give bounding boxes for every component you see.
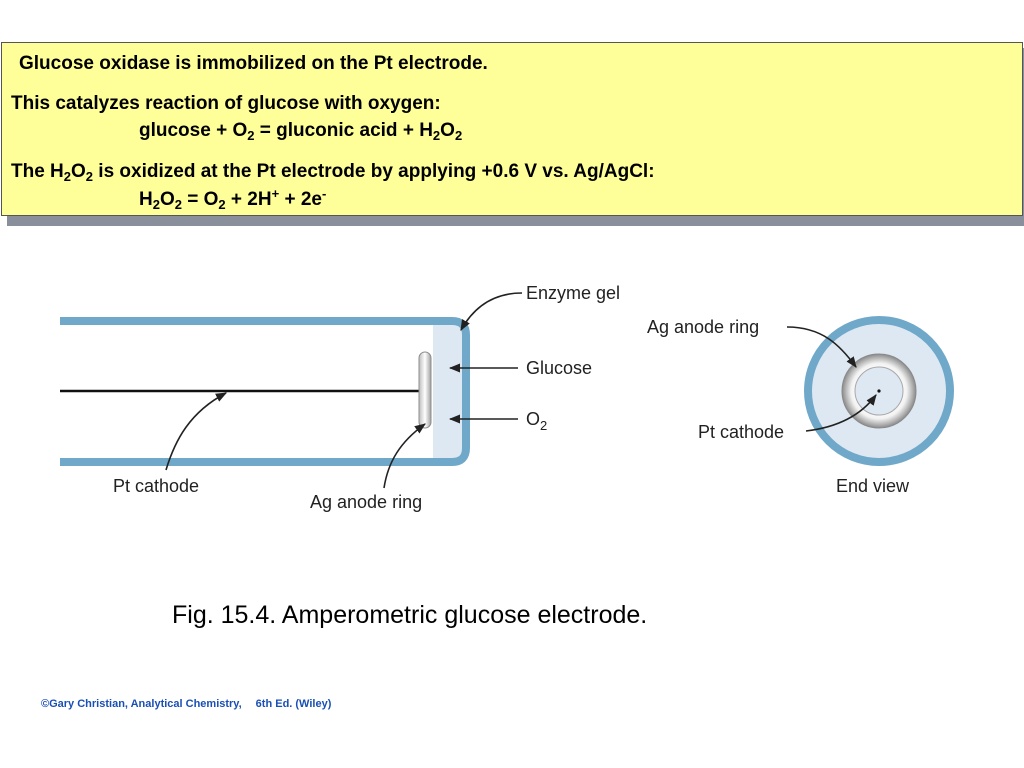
- label-o2: O2: [526, 409, 547, 433]
- credit-author-title: ©Gary Christian, Analytical Chemistry,: [41, 698, 242, 710]
- ring-inner-hole: [854, 366, 904, 416]
- label-end-view: End view: [836, 476, 910, 496]
- text-callout-box: Glucose oxidase is immobilized on the Pt…: [1, 42, 1023, 216]
- label-pt-cathode-end: Pt cathode: [698, 422, 784, 442]
- pt-cathode-dot: [877, 389, 881, 393]
- equation-2: H2O2 = O2 + 2H+ + 2e-: [139, 186, 327, 212]
- end-view-arrows: [786, 326, 877, 432]
- label-glucose: Glucose: [526, 358, 592, 378]
- ag-anode-end-arrow: [786, 326, 857, 368]
- ag-anode-ring-end: [841, 353, 917, 429]
- electrode-tube: [60, 317, 470, 466]
- label-ag-anode-side: Ag anode ring: [310, 492, 422, 512]
- copyright-credit: ©Gary Christian, Analytical Chemistry, 6t…: [41, 698, 331, 710]
- equation-1: glucose + O2 = gluconic acid + H2O2: [139, 120, 463, 143]
- side-view-arrows: [165, 292, 523, 489]
- enzyme-gel: [433, 323, 466, 460]
- credit-edition: 6th Ed. (Wiley): [255, 698, 332, 710]
- side-view: [60, 317, 470, 466]
- ag-anode-side-arrow: [383, 423, 426, 489]
- label-pt-cathode-side: Pt cathode: [113, 476, 199, 496]
- diagram-labels: Enzyme gel Glucose O2 Pt cathode Ag anod…: [113, 283, 910, 512]
- label-ag-anode-end: Ag anode ring: [647, 317, 759, 337]
- label-enzyme-gel: Enzyme gel: [526, 283, 620, 303]
- callout-line-1: Glucose oxidase is immobilized on the Pt…: [19, 53, 488, 74]
- pt-cathode-end-arrow: [805, 394, 877, 432]
- end-view-tube: [804, 316, 954, 466]
- ag-anode-ring-side: [418, 351, 432, 429]
- enzyme-gel-arrow: [460, 292, 523, 331]
- callout-line-3: The H2O2 is oxidized at the Pt electrode…: [11, 161, 655, 184]
- callout-line-2: This catalyzes reaction of glucose with …: [11, 93, 441, 114]
- end-view: [804, 316, 954, 466]
- pt-cathode-side-arrow: [165, 392, 227, 471]
- figure-caption: Fig. 15.4. Amperometric glucose electrod…: [172, 601, 648, 629]
